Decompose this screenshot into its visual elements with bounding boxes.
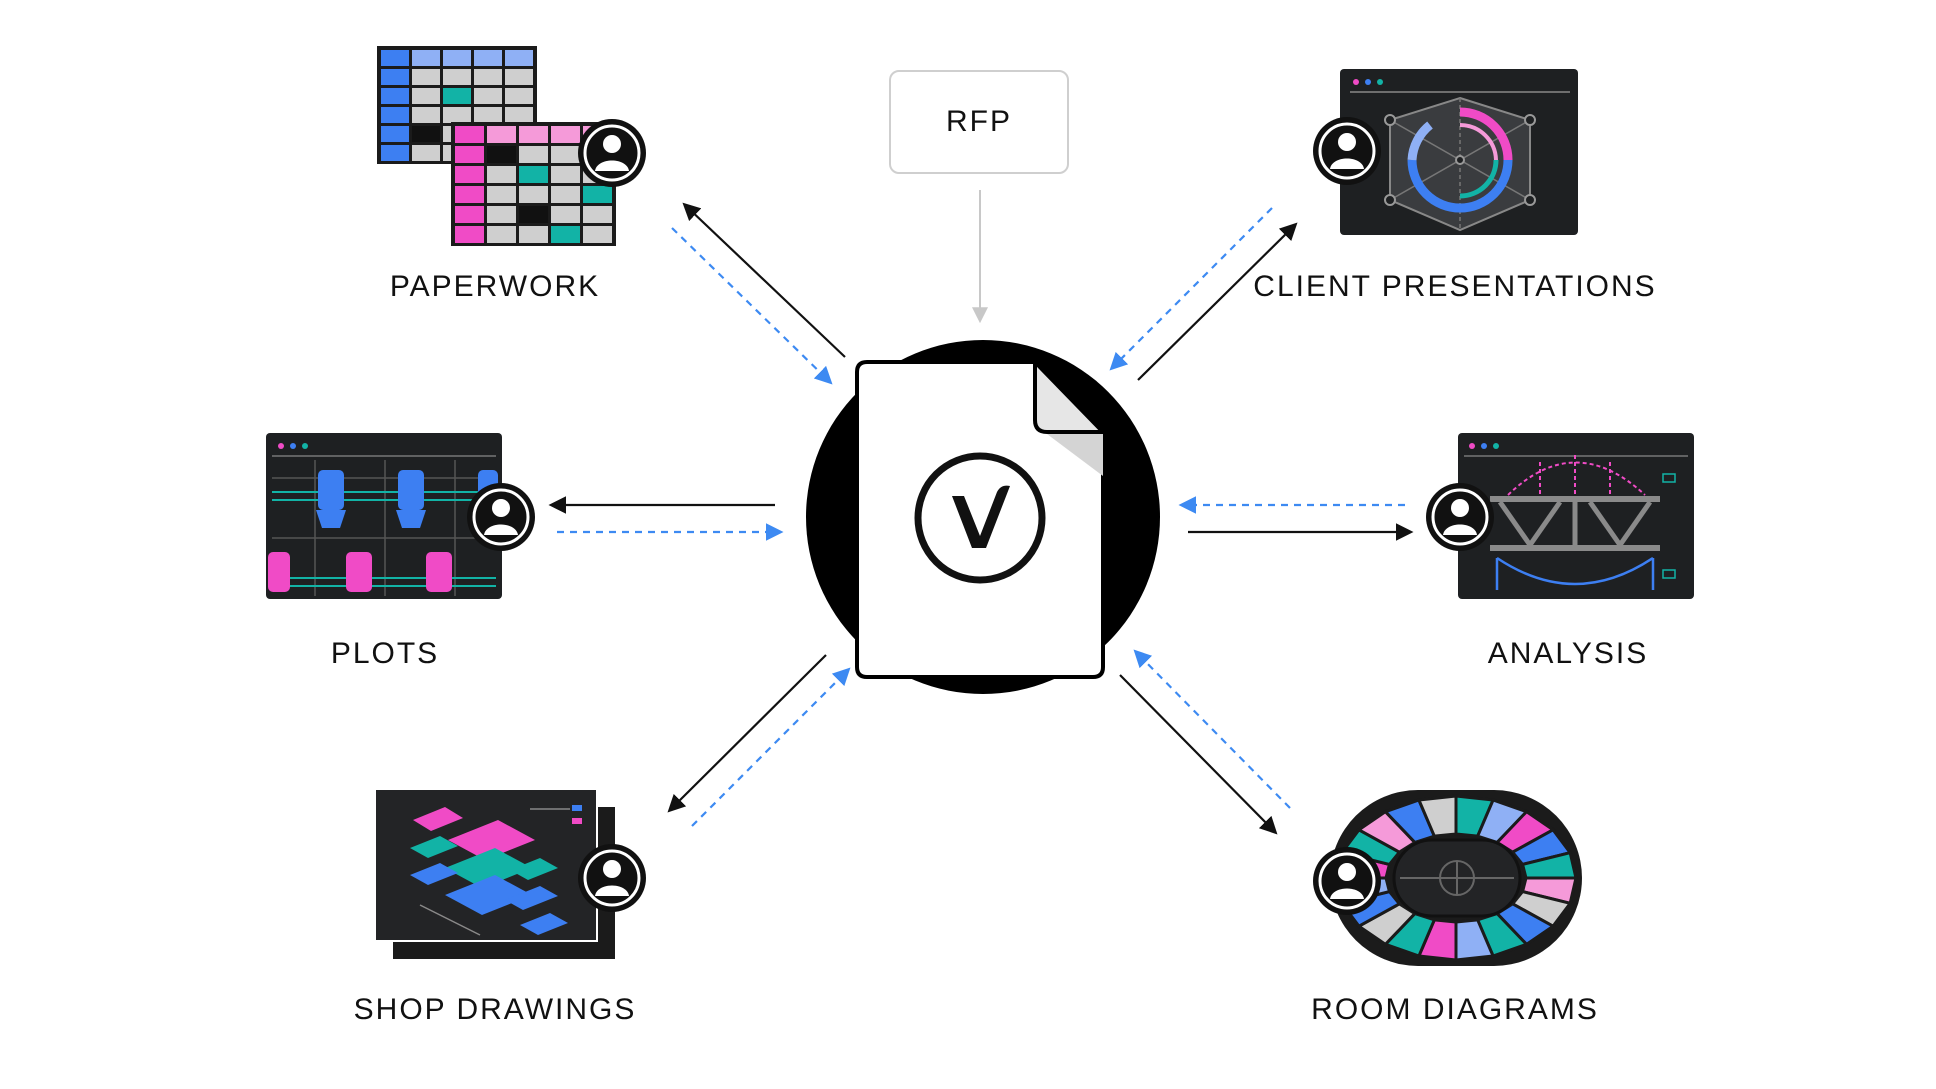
plots-illustration [266,433,537,599]
label-analysis: ANALYSIS [1487,637,1649,670]
rfp-box: RFP [889,70,1069,174]
arrows-room-diagrams [1119,649,1291,835]
paperwork-illustration [377,46,648,246]
user-icon [1424,481,1496,553]
hub [806,340,1160,694]
client-presentations-illustration [1311,69,1578,235]
user-icon [465,481,537,553]
document-fold [1033,360,1105,434]
arrows-plots [548,496,784,541]
label-client-presentations: CLIENT PRESENTATIONS [1253,270,1657,303]
vectorworks-logo-icon [914,452,1046,584]
arrows-shop-drawings [667,654,851,827]
user-icon [576,117,648,189]
label-plots: PLOTS [330,637,440,670]
label-shop-drawings: SHOP DRAWINGS [353,993,637,1026]
arrows-analysis [1178,496,1414,541]
user-icon [1311,115,1383,187]
room-diagrams-illustration [1311,790,1582,966]
label-room-diagrams: ROOM DIAGRAMS [1311,993,1599,1026]
analysis-illustration [1424,433,1694,599]
arrows-client-presentations [1109,207,1298,381]
user-icon [576,842,648,914]
arrows-paperwork [671,202,846,385]
rfp-label: RFP [946,105,1012,138]
shop-drawings-illustration [374,788,648,959]
user-icon [1311,845,1383,917]
label-paperwork: PAPERWORK [389,270,601,303]
